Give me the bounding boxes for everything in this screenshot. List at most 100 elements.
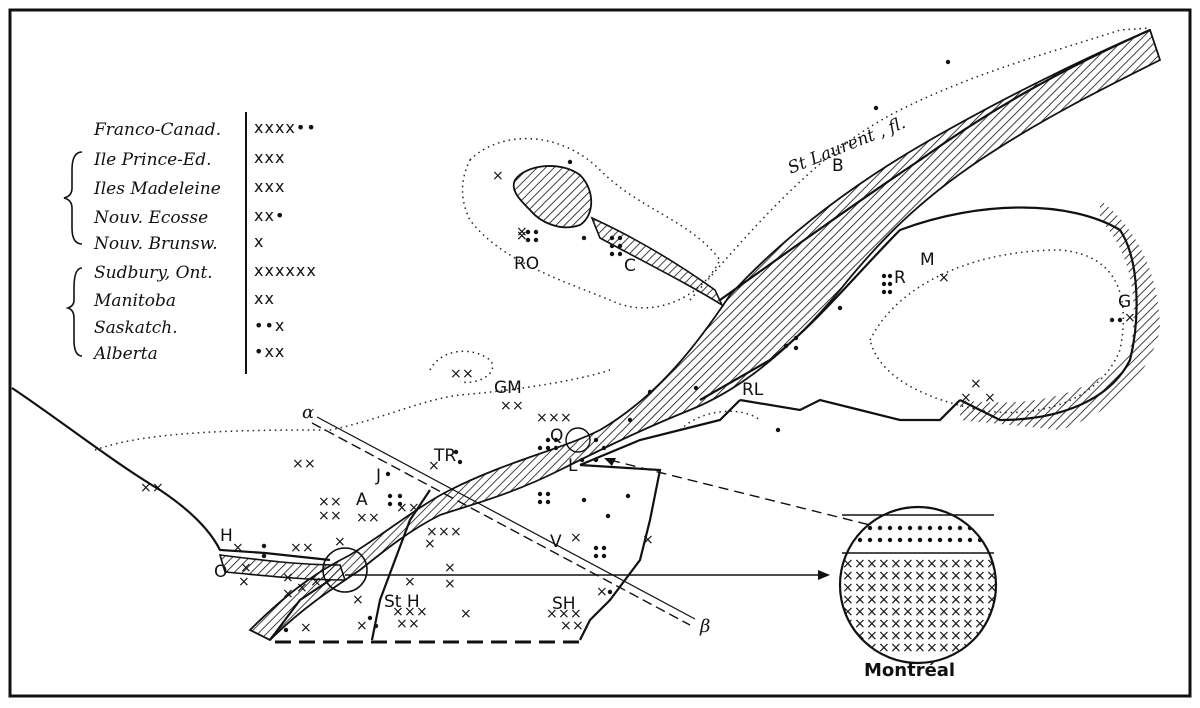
svg-text:×: × xyxy=(890,604,902,620)
svg-text:×: × xyxy=(450,366,462,382)
place-label-j: J xyxy=(376,466,382,486)
svg-text:×: × xyxy=(854,556,866,572)
svg-text:×: × xyxy=(926,616,938,632)
svg-text:×: × xyxy=(460,606,472,622)
svg-text:×: × xyxy=(890,616,902,632)
svg-text:×: × xyxy=(426,524,438,540)
legend-name: Nouv. Brunsw. xyxy=(94,234,218,254)
legend-symbols: •xx xyxy=(254,342,286,361)
svg-text:×: × xyxy=(914,604,926,620)
svg-text:×: × xyxy=(854,616,866,632)
svg-text:×: × xyxy=(962,604,974,620)
legend-name: Alberta xyxy=(94,344,158,364)
svg-text:×: × xyxy=(330,494,342,510)
svg-text:×: × xyxy=(516,228,528,244)
svg-text:×: × xyxy=(986,640,998,656)
place-label-h: H xyxy=(220,526,233,546)
svg-text:×: × xyxy=(282,586,294,602)
inset-arrowhead-montreal xyxy=(818,570,830,580)
legend: Franco-Canad. xxxx•• Ile Prince-Ed. xxx … xyxy=(82,118,342,380)
place-label-b: B xyxy=(832,156,844,176)
place-label-r: R xyxy=(894,268,906,288)
place-label-l: L xyxy=(568,456,578,476)
svg-text:×: × xyxy=(914,628,926,644)
svg-text:×: × xyxy=(516,224,528,240)
legend-symbols: xxxx•• xyxy=(254,118,317,137)
svg-text:×: × xyxy=(304,456,316,472)
svg-text:×: × xyxy=(926,604,938,620)
svg-text:×: × xyxy=(914,616,926,632)
svg-text:×: × xyxy=(866,580,878,596)
svg-text:×: × xyxy=(424,536,436,552)
place-label-tr: TR xyxy=(434,446,457,466)
svg-text:×: × xyxy=(842,604,854,620)
svg-text:×: × xyxy=(546,606,558,622)
svg-text:×: × xyxy=(902,556,914,572)
svg-text:×: × xyxy=(914,556,926,572)
svg-text:×: × xyxy=(962,616,974,632)
dialect-boundaries xyxy=(94,27,1151,451)
svg-text:×: × xyxy=(926,628,938,644)
svg-text:×: × xyxy=(560,618,572,634)
svg-text:×: × xyxy=(890,628,902,644)
svg-text:×: × xyxy=(396,616,408,632)
svg-text:×: × xyxy=(986,628,998,644)
svg-text:×: × xyxy=(914,580,926,596)
legend-row: Nouv. Ecosse xx• xyxy=(82,206,342,232)
svg-text:×: × xyxy=(962,580,974,596)
svg-text:×: × xyxy=(986,616,998,632)
ottawa-river xyxy=(218,554,347,581)
legend-symbols: xxx xyxy=(254,177,286,196)
svg-text:×: × xyxy=(492,168,504,184)
svg-text:×: × xyxy=(902,616,914,632)
svg-text:×: × xyxy=(842,616,854,632)
svg-text:×: × xyxy=(938,556,950,572)
svg-text:×: × xyxy=(926,592,938,608)
svg-text:×: × xyxy=(866,628,878,644)
transect-line-parallel xyxy=(316,416,696,620)
svg-text:×: × xyxy=(950,616,962,632)
place-label-rl: RL xyxy=(742,380,764,400)
legend-symbols: ••x xyxy=(254,316,286,335)
svg-text:×: × xyxy=(974,580,986,596)
legend-row: Sudbury, Ont. xxxxxx xyxy=(82,261,342,287)
svg-text:×: × xyxy=(938,604,950,620)
svg-text:×: × xyxy=(960,390,972,406)
place-label-o: O xyxy=(214,562,228,582)
place-label-c: C xyxy=(624,256,636,276)
svg-text:×: × xyxy=(854,592,866,608)
svg-text:×: × xyxy=(878,556,890,572)
svg-text:×: × xyxy=(866,604,878,620)
svg-text:×: × xyxy=(560,410,572,426)
svg-text:×: × xyxy=(938,616,950,632)
svg-text:×: × xyxy=(962,568,974,584)
montreal-inset: ××××××××××××××××××××××××××××××××××××××××… xyxy=(838,505,998,665)
svg-text:×: × xyxy=(570,606,582,622)
legend-row: Manitoba xx xyxy=(82,289,342,315)
svg-text:×: × xyxy=(986,568,998,584)
svg-text:×: × xyxy=(854,604,866,620)
svg-text:×: × xyxy=(974,556,986,572)
svg-text:×: × xyxy=(962,592,974,608)
svg-text:×: × xyxy=(462,366,474,382)
svg-text:×: × xyxy=(404,604,416,620)
legend-name: Saskatch. xyxy=(94,318,178,338)
svg-text:×: × xyxy=(444,560,456,576)
place-label-q: Q xyxy=(550,426,564,446)
svg-text:×: × xyxy=(914,592,926,608)
legend-name: Ile Prince-Ed. xyxy=(94,150,212,170)
place-label-gm: GM xyxy=(494,378,522,398)
svg-text:×: × xyxy=(878,568,890,584)
svg-text:×: × xyxy=(974,640,986,656)
svg-text:×: × xyxy=(296,580,308,596)
legend-symbols: xx xyxy=(254,289,275,308)
svg-text:×: × xyxy=(450,524,462,540)
svg-text:×: × xyxy=(558,606,570,622)
svg-text:×: × xyxy=(950,592,962,608)
svg-text:×: × xyxy=(890,568,902,584)
legend-brace-west xyxy=(65,267,83,357)
svg-text:×: × xyxy=(878,604,890,620)
inset-arrowhead-quebec xyxy=(604,458,616,466)
svg-text:×: × xyxy=(866,568,878,584)
